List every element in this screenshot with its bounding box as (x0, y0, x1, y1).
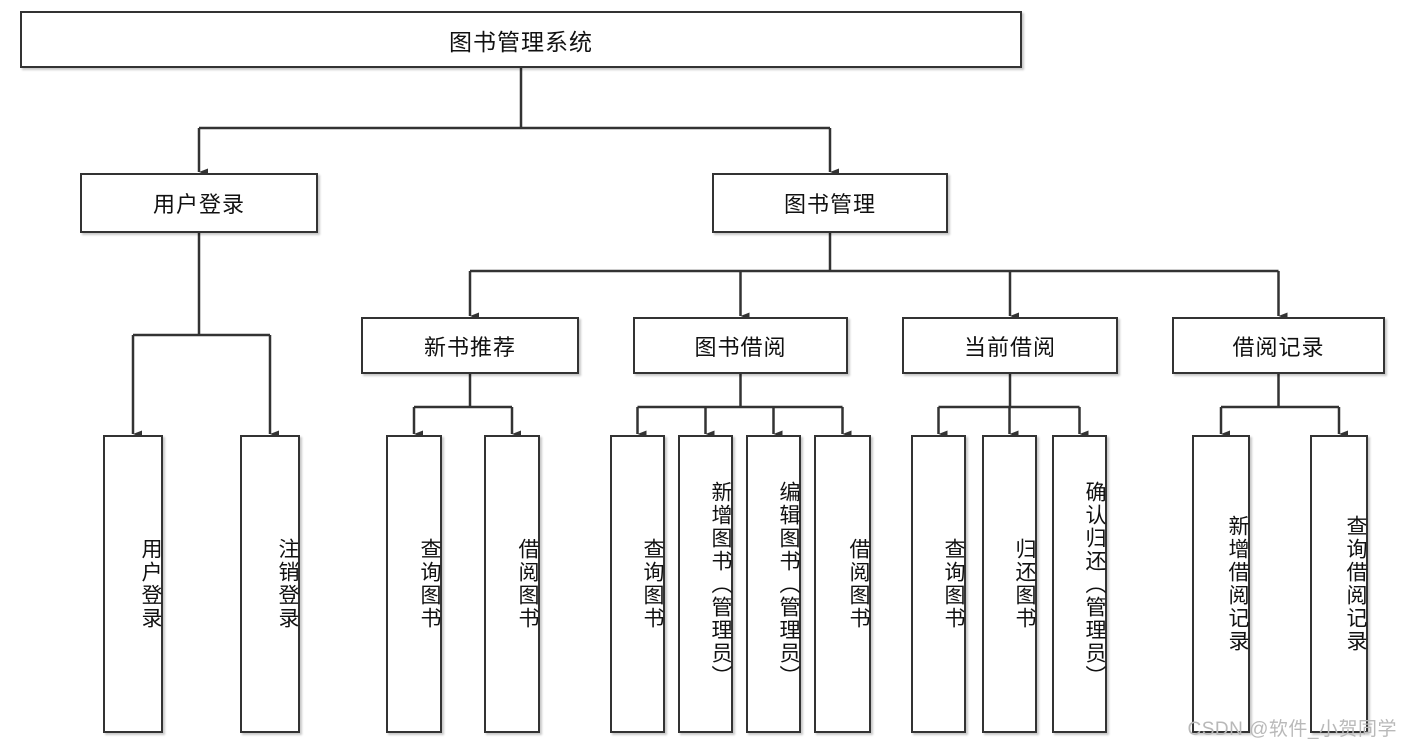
node-label: 图书管理系统 (449, 28, 593, 55)
node-l-new-1[interactable]: 查询图书 (386, 435, 442, 733)
node-n-borrow[interactable]: 图书借阅 (633, 317, 848, 374)
node-label: 借阅图书 (516, 538, 539, 630)
node-n-new[interactable]: 新书推荐 (361, 317, 579, 374)
node-label: 用户登录 (152, 192, 245, 217)
node-label: 注销登录 (276, 538, 299, 630)
node-n-record[interactable]: 借阅记录 (1172, 317, 1385, 374)
node-label: 图书借阅 (694, 334, 787, 360)
node-label: 归还图书 (1013, 538, 1036, 630)
node-l-borrow-1[interactable]: 查询图书 (610, 435, 665, 733)
node-n-books[interactable]: 图书管理 (712, 173, 948, 233)
node-l-borrow-3[interactable]: 编辑图书（管理员） (746, 435, 801, 733)
node-n-login[interactable]: 用户登录 (80, 173, 318, 233)
node-l-record-2[interactable]: 查询借阅记录 (1310, 435, 1368, 733)
node-l-borrow-4[interactable]: 借阅图书 (814, 435, 871, 733)
node-label: 确认归还（管理员） (1083, 480, 1106, 688)
node-label: 新书推荐 (423, 334, 516, 360)
node-l-current-2[interactable]: 归还图书 (982, 435, 1037, 733)
node-n-current[interactable]: 当前借阅 (902, 317, 1118, 374)
node-label: 借阅图书 (847, 538, 870, 630)
node-root[interactable]: 图书管理系统 (20, 11, 1022, 68)
node-label: 查询图书 (942, 538, 965, 630)
node-label: 新增图书（管理员） (709, 480, 732, 688)
node-label: 查询借阅记录 (1344, 515, 1367, 653)
node-label: 查询图书 (641, 538, 664, 630)
node-l-login-1[interactable]: 用户登录 (103, 435, 163, 733)
node-l-new-2[interactable]: 借阅图书 (484, 435, 540, 733)
node-label: 图书管理 (783, 192, 876, 217)
csdn-watermark: CSDN @软件_小贺同学 (1187, 719, 1397, 740)
node-label: 新增借阅记录 (1226, 515, 1249, 653)
node-l-current-1[interactable]: 查询图书 (911, 435, 966, 733)
node-label: 借阅记录 (1232, 334, 1325, 360)
node-label: 查询图书 (418, 538, 441, 630)
node-label: 用户登录 (139, 538, 162, 630)
node-l-borrow-2[interactable]: 新增图书（管理员） (678, 435, 733, 733)
node-label: 编辑图书（管理员） (777, 480, 800, 688)
node-label: 当前借阅 (963, 334, 1056, 360)
node-l-current-3[interactable]: 确认归还（管理员） (1052, 435, 1107, 733)
node-l-login-2[interactable]: 注销登录 (240, 435, 300, 733)
node-l-record-1[interactable]: 新增借阅记录 (1192, 435, 1250, 733)
